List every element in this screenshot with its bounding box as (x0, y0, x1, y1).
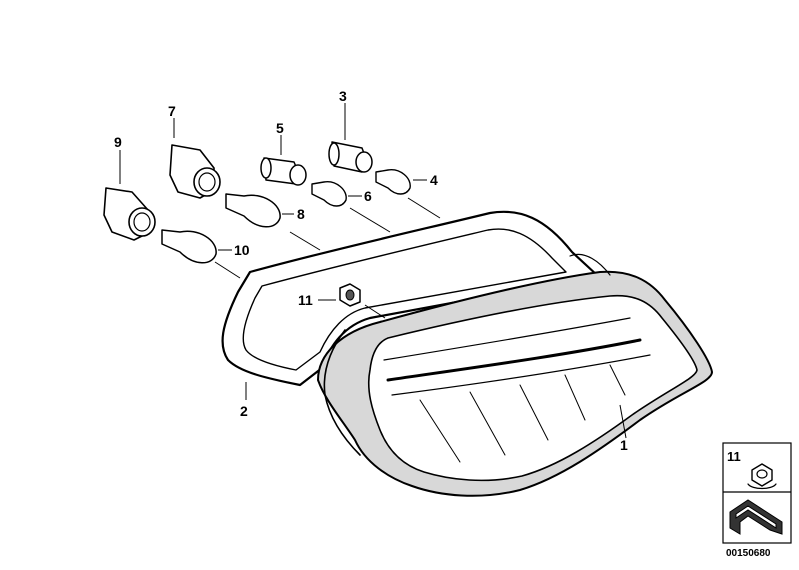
callout-labels: 1 2 3 4 5 6 7 8 9 10 11 (114, 88, 628, 453)
gasket-icon (729, 499, 783, 535)
bulb-socket-3 (328, 141, 373, 173)
callout-label-8: 8 (297, 206, 305, 222)
callout-label-11: 11 (298, 292, 313, 308)
legend-box: 11 00150680 (722, 442, 792, 559)
projection-lines (214, 197, 441, 319)
flange-nut-icon (747, 463, 777, 490)
nut-11 (339, 283, 361, 307)
callout-label-10: 10 (234, 242, 250, 258)
bulb-10 (161, 229, 217, 264)
bulb-socket-5 (260, 157, 307, 186)
callout-label-1: 1 (620, 437, 628, 453)
bulb-8 (225, 193, 281, 228)
legend-item-label: 11 (727, 449, 741, 464)
bulb-6 (311, 181, 347, 207)
callout-label-4: 4 (430, 172, 438, 188)
callout-label-9: 9 (114, 134, 122, 150)
diagram-id: 00150680 (726, 548, 771, 559)
callout-label-2: 2 (240, 403, 248, 419)
bulb-4 (375, 169, 411, 195)
callout-label-6: 6 (364, 188, 372, 204)
socket-7 (169, 144, 221, 199)
gasket-frame (221, 210, 600, 387)
leader-lines (119, 103, 627, 439)
callout-label-3: 3 (339, 88, 347, 104)
tail-light-housing (317, 253, 713, 497)
callout-label-7: 7 (168, 103, 176, 119)
callout-label-5: 5 (276, 120, 284, 136)
socket-9 (103, 187, 156, 241)
